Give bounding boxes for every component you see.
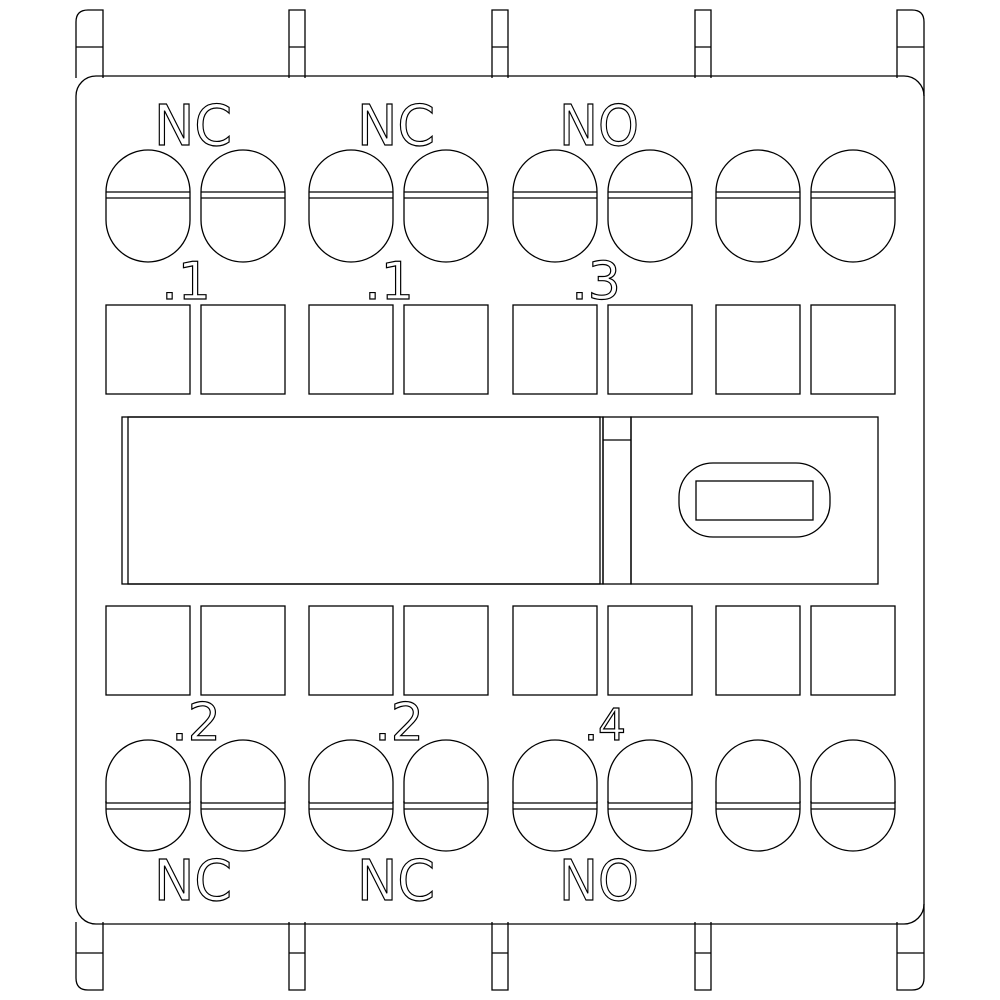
top-terminal-opening-2: [200, 304, 286, 395]
top-terminal-opening-1: [105, 304, 191, 395]
bottom-terminal-screw-6: [607, 739, 693, 852]
bottom-terminal-screw-5: [512, 739, 598, 852]
indicator-slot: [695, 480, 814, 521]
top-terminal-screws: [105, 149, 896, 263]
bottom-terminal-openings: [105, 605, 896, 696]
bottom-terminal-screw-3: [308, 739, 394, 852]
bottom-mounting-clips: [75, 904, 925, 991]
top-number-label-3: .3: [571, 252, 621, 312]
indicator-window: [678, 462, 831, 538]
top-type-label-3: NO: [559, 94, 639, 159]
top-terminal-screw-2: [200, 149, 286, 263]
bottom-terminal-screw-1: [105, 739, 191, 852]
top-number-label-2: .1: [364, 252, 414, 312]
bottom-terminal-opening-7: [715, 605, 801, 696]
top-terminal-opening-7: [715, 304, 801, 395]
bottom-terminal-opening-5: [512, 605, 598, 696]
bottom-type-label-2: NC: [357, 849, 435, 914]
housing-outline: [75, 75, 925, 925]
bottom-terminal-screw-2: [200, 739, 286, 852]
bottom-type-label-1: NC: [154, 849, 232, 914]
bottom-terminal-opening-1: [105, 605, 191, 696]
top-terminal-screw-7: [715, 149, 801, 263]
bottom-terminal-screws: [105, 739, 896, 852]
bottom-terminal-opening-3: [308, 605, 394, 696]
bottom-terminal-screw-4: [403, 739, 489, 852]
bottom-terminal-opening-2: [200, 605, 286, 696]
top-terminal-opening-6: [607, 304, 693, 395]
bottom-terminal-opening-8: [810, 605, 896, 696]
top-mounting-clips: [75, 9, 925, 96]
top-terminal-screw-6: [607, 149, 693, 263]
top-terminal-screw-1: [105, 149, 191, 263]
top-terminal-opening-4: [403, 304, 489, 395]
top-terminal-screw-3: [308, 149, 394, 263]
top-terminal-opening-5: [512, 304, 598, 395]
top-terminal-screw-5: [512, 149, 598, 263]
bottom-number-label-3: .4: [584, 700, 626, 751]
top-type-label-2: NC: [357, 94, 435, 159]
bottom-terminal-screw-7: [715, 739, 801, 852]
center-panel: [121, 416, 879, 585]
bottom-terminal-opening-4: [403, 605, 489, 696]
bottom-terminal-screw-8: [810, 739, 896, 852]
bottom-type-label-3: NO: [559, 849, 639, 914]
top-terminal-screw-4: [403, 149, 489, 263]
top-terminal-opening-3: [308, 304, 394, 395]
top-contact-labels: NC NC NO .1 .1 .3: [153, 93, 639, 312]
bottom-terminal-opening-6: [607, 605, 693, 696]
top-number-label-1: .1: [161, 252, 211, 312]
bottom-number-label-1: .2: [171, 693, 221, 753]
bottom-number-label-2: .2: [374, 693, 424, 753]
top-terminal-opening-8: [810, 304, 896, 395]
top-terminal-openings: [105, 304, 896, 395]
bottom-contact-labels: .2 .2 .4 NC NC NO: [153, 692, 639, 914]
top-terminal-screw-8: [810, 149, 896, 263]
top-type-label-1: NC: [154, 94, 232, 159]
